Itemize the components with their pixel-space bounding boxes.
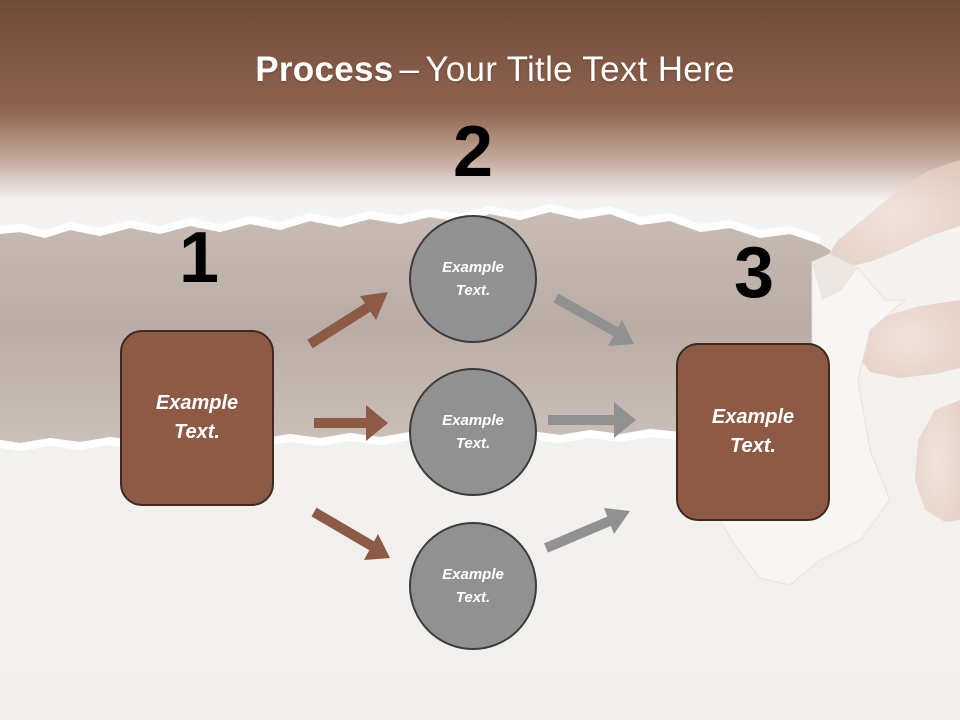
circle-middle: Example Text. <box>409 368 537 496</box>
title-rest: Your Title Text Here <box>425 50 735 89</box>
circle-bottom: Example Text. <box>409 522 537 650</box>
arrow-top-to-end <box>553 293 634 346</box>
step-number-3: 3 <box>733 233 775 313</box>
title-separator: – <box>399 50 420 89</box>
arrow-start-to-top <box>307 292 388 349</box>
end-box: Example Text. <box>676 343 830 521</box>
circle-middle-label: Example Text. <box>442 412 504 452</box>
circle-bottom-label: Example Text. <box>442 566 504 606</box>
step-number-1: 1 <box>178 218 220 298</box>
start-box: Example Text. <box>120 330 274 506</box>
step-number-2: 2 <box>452 112 494 192</box>
arrow-bottom-to-end <box>544 508 630 553</box>
slide-title: Process–Your Title Text Here <box>0 50 960 90</box>
title-bold: Process <box>255 50 394 89</box>
circle-top-label: Example Text. <box>442 259 504 299</box>
end-box-label: Example Text. <box>711 406 795 457</box>
start-box-label: Example Text. <box>155 392 239 443</box>
arrow-start-to-middle <box>314 405 388 441</box>
arrow-middle-to-end <box>548 402 636 438</box>
circle-top: Example Text. <box>409 215 537 343</box>
arrow-start-to-bottom <box>311 507 390 560</box>
